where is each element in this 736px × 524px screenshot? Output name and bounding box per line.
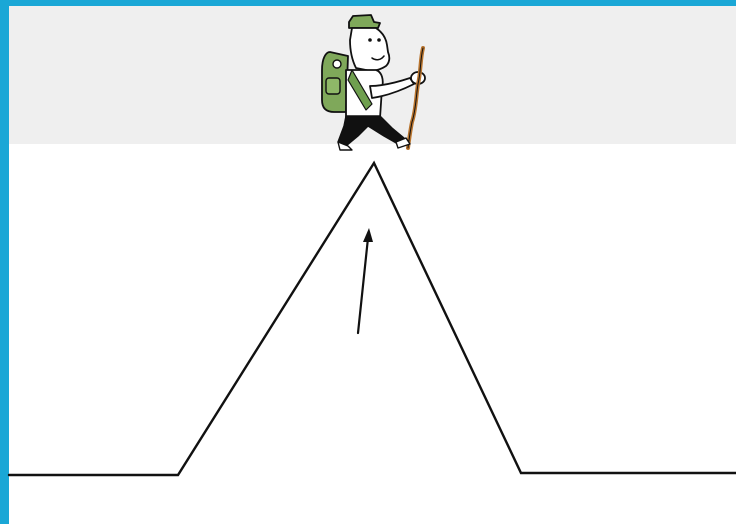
arrow-up-icon: [358, 228, 373, 333]
hiker-icon: [322, 15, 425, 150]
mountain-peak-icon: [9, 163, 736, 475]
